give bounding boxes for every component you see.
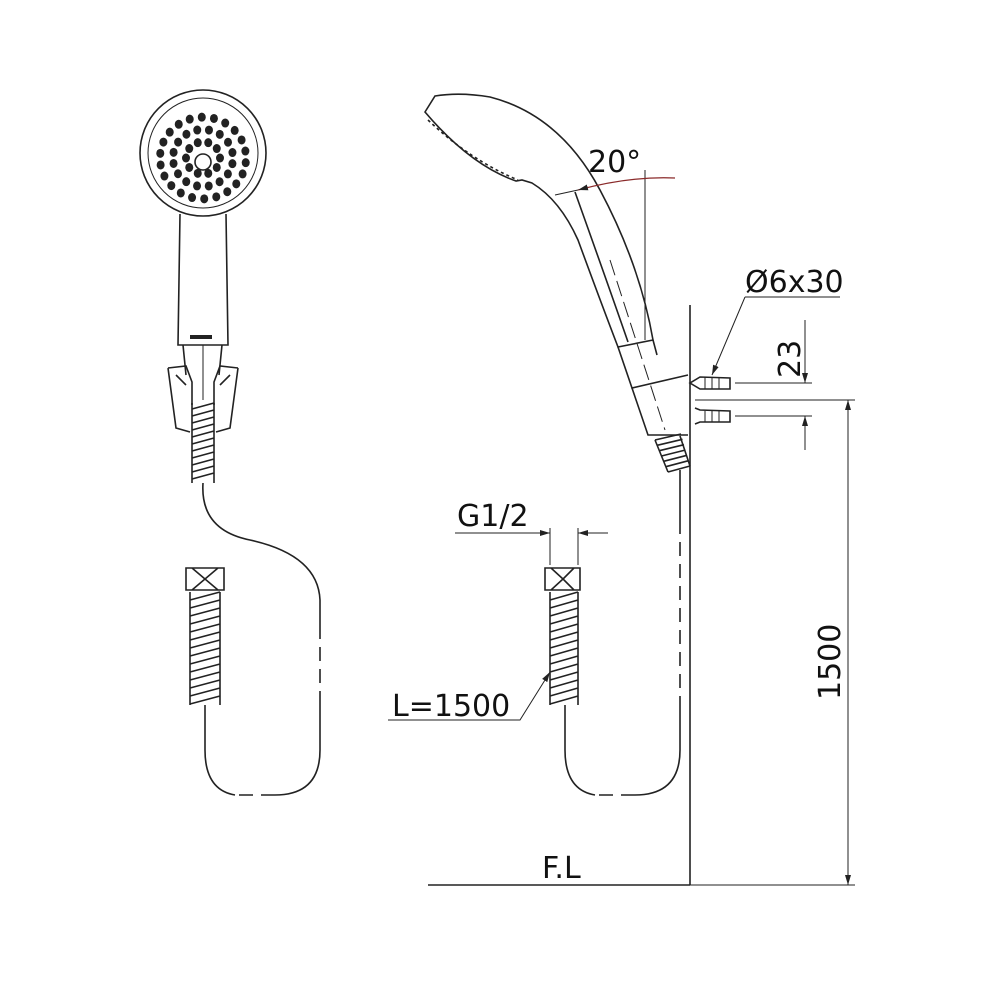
hose-spiral-path [189,591,221,705]
nozzle [204,138,213,148]
anchor-size-label: Ø6x30 [745,265,844,300]
nozzle [241,158,250,168]
nozzle [204,125,213,135]
height-label: 1500 [813,624,848,700]
hose-fitting [185,567,225,705]
nozzle [159,137,168,147]
nozzle [169,147,178,157]
nozzle [173,169,182,179]
nozzle [167,181,176,191]
nozzle [215,177,224,187]
nozzle [182,153,190,163]
nozzle [224,137,233,147]
hose-spiral-path [191,402,215,483]
floor-level-label: F.L [542,851,581,886]
anchor-spacing-label: 23 [773,340,808,378]
nozzle [221,118,230,128]
nozzle [156,148,165,158]
hose-fitting [544,567,581,705]
side-view-hand-shower [424,93,731,885]
nozzle [188,193,197,203]
nozzle [238,169,247,179]
nozzle [209,113,218,123]
nozzle [185,144,194,154]
nozzle [193,168,202,178]
nozzle [197,112,206,122]
nozzle [182,177,191,187]
nozzle [204,168,213,178]
nozzle [160,171,169,181]
nozzle [174,119,183,129]
thread-label: G1/2 [457,499,529,534]
nozzle [193,181,202,191]
nozzle [212,192,221,202]
front-view-hand-shower [139,89,321,796]
nozzle [182,129,191,139]
nozzle [185,162,194,172]
hose-spiral-path [549,591,579,705]
hose-spiral [191,402,215,483]
nozzle [228,148,237,158]
nozzle [193,125,202,135]
nozzle [174,137,183,147]
nozzle [223,169,232,179]
hose-spiral-path [654,433,691,473]
nozzle [232,179,241,189]
nozzle [193,138,202,148]
nozzle [241,146,250,156]
dimensions [388,170,855,886]
nozzle [185,114,194,124]
nozzle-pattern [156,112,250,204]
hose-length-label: L=1500 [392,689,510,724]
nozzle [165,127,174,137]
nozzle [230,125,239,135]
nozzle [156,160,165,170]
nozzle [204,181,213,191]
nozzle [216,153,224,163]
nozzle [169,158,178,168]
nozzle [223,187,232,197]
nozzle [212,144,221,154]
nozzle [212,162,221,172]
nozzle [176,188,185,198]
nozzle [200,194,209,204]
nozzle [228,159,237,169]
nozzle [215,129,224,139]
angle-label: 20° [588,145,641,180]
nozzle [237,135,246,145]
